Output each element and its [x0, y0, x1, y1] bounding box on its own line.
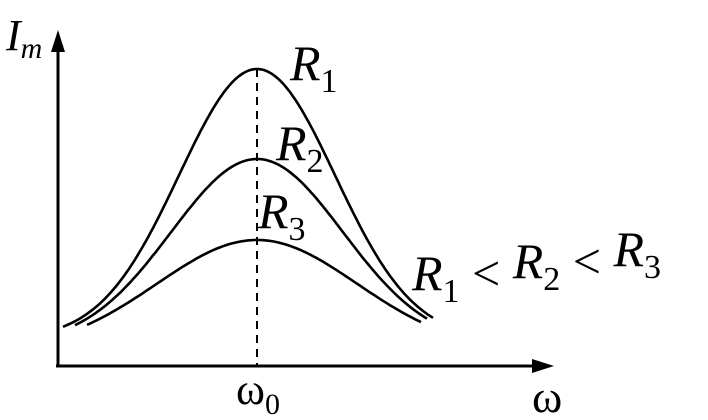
- x-axis-arrow: [532, 359, 554, 373]
- curve-r3: [86, 238, 422, 326]
- series-label-r3: R3: [257, 183, 306, 248]
- series-label-r1: R1: [289, 35, 338, 100]
- x-tick-label-sub: 0: [265, 388, 280, 420]
- curves-group: [62, 67, 434, 328]
- y-axis-arrow: [51, 30, 65, 52]
- series-label-r2: R2: [275, 115, 324, 180]
- curve-r1: [62, 67, 434, 328]
- x-tick-label: ω0: [236, 365, 280, 420]
- x-axis-label: ω: [532, 371, 562, 420]
- curve-r2: [74, 157, 428, 327]
- resistance-relation-label: R1 < R2 < R3: [411, 221, 661, 310]
- x-tick-label-main: ω: [236, 365, 265, 414]
- y-axis-label-main: I: [5, 11, 23, 60]
- y-axis-label: Im: [5, 11, 42, 65]
- y-axis-label-sub: m: [21, 32, 43, 65]
